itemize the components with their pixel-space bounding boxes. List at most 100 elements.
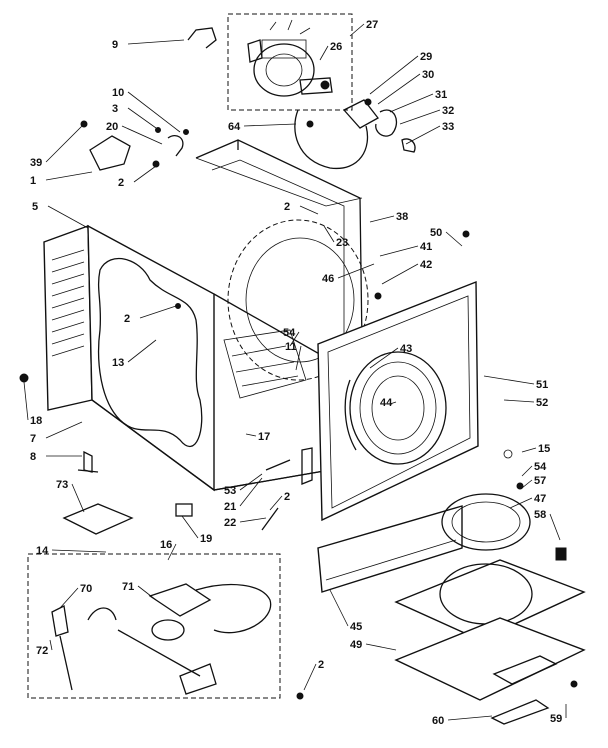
callout-label: 23 xyxy=(336,237,348,249)
callout-leader xyxy=(239,477,263,507)
callout-label: 29 xyxy=(420,51,432,63)
callout-label: 27 xyxy=(366,19,378,31)
callout-leader xyxy=(445,231,463,247)
callout-label: 44 xyxy=(380,397,393,409)
callout-leader xyxy=(245,433,257,437)
callout-label: 18 xyxy=(30,415,42,427)
callout-leader xyxy=(71,483,85,513)
callout-leader xyxy=(323,225,335,243)
callout-label: 47 xyxy=(534,493,546,505)
callout-label: 26 xyxy=(330,41,342,53)
callout-leader xyxy=(509,497,533,509)
callout-leader xyxy=(521,465,533,477)
motor-assembly xyxy=(227,13,353,111)
callout-label: 5 xyxy=(32,201,38,213)
callout-leader xyxy=(303,663,317,691)
callout-leader xyxy=(483,375,535,385)
callout-leader xyxy=(181,515,199,539)
callout-leader xyxy=(389,401,397,405)
callout-label: 15 xyxy=(538,443,550,455)
callout-label: 45 xyxy=(350,621,362,633)
callout-label: 7 xyxy=(30,433,36,445)
callout-leader xyxy=(59,587,79,609)
callout-leader xyxy=(139,305,177,319)
callout-label: 43 xyxy=(400,343,412,355)
callout-leader xyxy=(47,205,89,229)
callout-label: 3 xyxy=(112,103,118,115)
callout-leader xyxy=(349,23,365,37)
callout-label: 16 xyxy=(160,539,172,551)
callout-label: 13 xyxy=(112,357,124,369)
callout-leader xyxy=(379,245,419,257)
cabinet xyxy=(43,139,369,492)
callout-leader xyxy=(337,263,375,279)
callout-label: 57 xyxy=(534,475,546,487)
callout-label: 42 xyxy=(420,259,432,271)
callout-label: 39 xyxy=(30,157,42,169)
callout-leader xyxy=(133,165,157,183)
leveling-leg xyxy=(83,450,93,473)
callout-leader xyxy=(127,339,157,363)
gas-valve-assembly xyxy=(27,553,281,699)
callout-leader xyxy=(521,479,533,489)
callout-leader xyxy=(49,639,53,651)
callout-label: 50 xyxy=(430,227,442,239)
callout-leader xyxy=(137,585,157,601)
callout-leader xyxy=(521,447,537,453)
callout-leader xyxy=(239,517,267,523)
callout-label: 22 xyxy=(224,517,236,529)
callout-label: 10 xyxy=(112,87,124,99)
callout-label: 2 xyxy=(124,313,130,325)
callout-label: 33 xyxy=(442,121,454,133)
callout-label: 21 xyxy=(224,501,236,513)
callout-label: 2 xyxy=(318,659,324,671)
callout-label: 70 xyxy=(80,583,92,595)
callout-label: 8 xyxy=(30,451,36,463)
callout-leader xyxy=(329,589,349,627)
callout-label: 49 xyxy=(350,639,362,651)
callout-label: 19 xyxy=(200,533,212,545)
callout-label: 52 xyxy=(536,397,548,409)
callout-leader xyxy=(51,549,107,553)
callout-leader xyxy=(405,125,441,145)
callout-label: 32 xyxy=(442,105,454,117)
callout-leader xyxy=(319,45,329,61)
callout-label: 64 xyxy=(228,121,241,133)
callout-label: 2 xyxy=(284,491,290,503)
callout-label: 72 xyxy=(36,645,48,657)
callout-label: 20 xyxy=(106,121,118,133)
callout-label: 2 xyxy=(284,201,290,213)
callout-label: 41 xyxy=(420,241,432,253)
callout-label: 60 xyxy=(432,715,444,727)
callout-leader xyxy=(377,73,421,105)
part-9-bracket xyxy=(187,27,217,49)
leader-lines xyxy=(23,23,567,721)
callout-leader xyxy=(365,643,397,651)
lower-small-parts xyxy=(62,447,313,535)
callout-leader xyxy=(127,107,157,129)
toe-panel xyxy=(317,505,463,593)
callout-label: 38 xyxy=(396,211,408,223)
callout-label: 9 xyxy=(112,39,118,51)
callout-leader xyxy=(289,331,300,347)
door-assembly xyxy=(394,449,586,725)
callout-label: 46 xyxy=(322,273,334,285)
idler-assembly xyxy=(294,98,416,169)
callout-leader xyxy=(127,39,185,45)
callout-leader xyxy=(549,513,561,541)
callout-leader xyxy=(503,399,535,403)
callout-leader xyxy=(121,125,163,145)
callout-label: 73 xyxy=(56,479,68,491)
callout-leader xyxy=(369,347,399,369)
callout-label: 71 xyxy=(122,581,134,593)
callout-leader xyxy=(167,543,177,561)
callout-leader xyxy=(389,93,434,113)
callout-leader xyxy=(381,263,419,285)
upper-left-hardware xyxy=(80,120,189,171)
callout-label: 51 xyxy=(536,379,548,391)
callout-label: 11 xyxy=(285,341,297,353)
front-panel xyxy=(317,280,479,522)
callout-label: 2 xyxy=(118,177,124,189)
callout-leader xyxy=(23,381,29,421)
